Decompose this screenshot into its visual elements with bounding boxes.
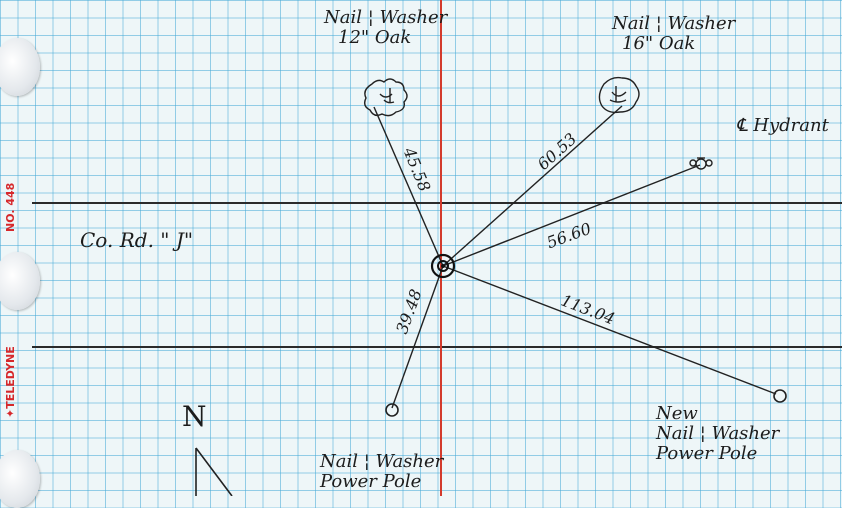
north-arrow xyxy=(195,447,233,496)
tie-line-oak12 xyxy=(373,106,444,267)
label-pole-right-line3: Power Pole xyxy=(656,443,758,464)
label-oak12-line2: 12" Oak xyxy=(338,27,412,48)
tree-symbol-oak16 xyxy=(598,76,640,114)
label-oak12: Nail ¦ Washer 12" Oak xyxy=(324,8,447,48)
label-pole-left: Nail ¦ Washer Power Pole xyxy=(320,452,443,492)
label-pole-left-line2: Power Pole xyxy=(320,471,422,492)
tie-line-pole-left xyxy=(391,265,444,409)
label-hydrant-line1: ℄ Hydrant xyxy=(736,115,829,136)
label-oak12-line1: Nail ¦ Washer xyxy=(324,7,448,28)
tree-symbol-oak12 xyxy=(363,78,408,117)
label-pole-left-line1: Nail ¦ Washer xyxy=(320,451,444,472)
label-pole-right-line2: Nail ¦ Washer xyxy=(656,423,780,444)
center-point-symbol xyxy=(430,253,456,279)
label-north: N xyxy=(182,400,207,433)
binder-hole-top xyxy=(0,38,40,96)
label-oak16-line1: Nail ¦ Washer xyxy=(612,13,736,34)
road-edge-south xyxy=(32,346,842,348)
power-pole-right-symbol xyxy=(773,389,787,403)
hydrant-symbol xyxy=(689,157,713,170)
label-pole-right-line1: New xyxy=(656,403,698,424)
power-pole-left-symbol xyxy=(385,403,399,417)
label-oak16: Nail ¦ Washer 16" Oak xyxy=(612,14,735,54)
binder-hole-middle xyxy=(0,252,40,310)
tie-line-hydrant xyxy=(442,164,701,267)
label-road: Co. Rd. " J" xyxy=(80,228,194,252)
road-edge-north xyxy=(32,202,842,204)
tie-line-oak16 xyxy=(442,105,623,267)
survey-sketch xyxy=(195,76,787,496)
label-oak16-line2: 16" Oak xyxy=(622,33,696,54)
tie-line-pole-right xyxy=(442,265,777,395)
label-pole-right: New Nail ¦ Washer Power Pole xyxy=(656,404,779,464)
red-vertical-rule xyxy=(440,0,442,496)
label-hydrant: ℄ Hydrant xyxy=(736,116,829,136)
